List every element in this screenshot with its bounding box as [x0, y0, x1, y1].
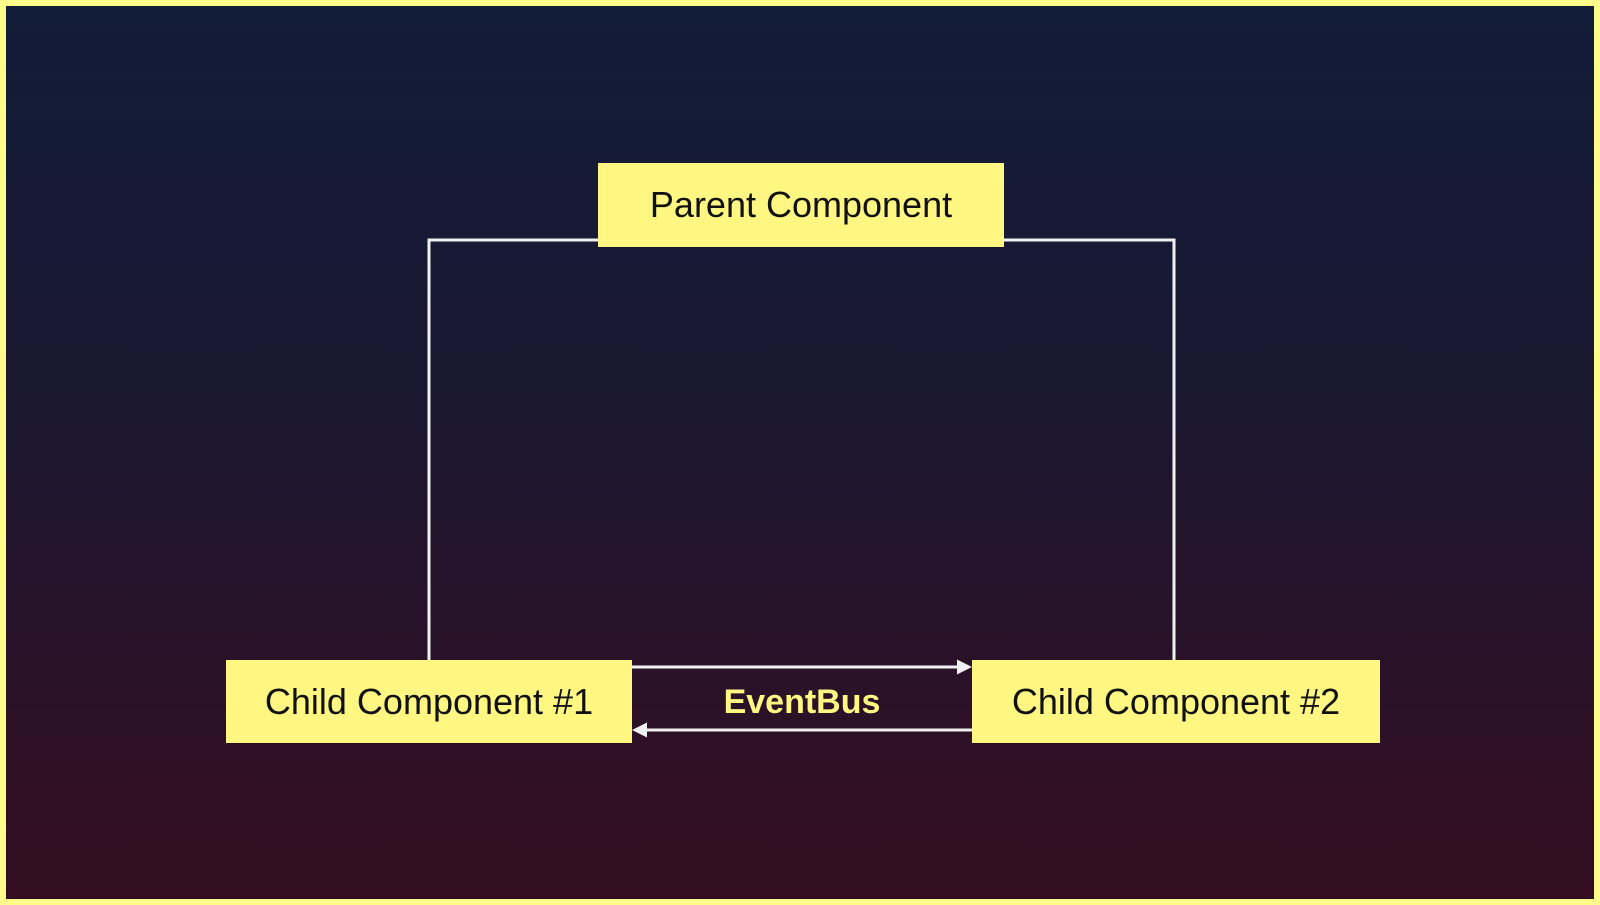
child-component-2-label: Child Component #2 [1011, 680, 1341, 722]
parent-to-child2-line [1002, 238, 1176, 662]
parent-component-label: Parent Component [649, 184, 953, 225]
parent-component-box: Parent Component [598, 163, 1004, 247]
connector-lines [427, 238, 1176, 738]
parent-to-child1-line [427, 238, 600, 662]
child-component-1-box: Child Component #1 [226, 660, 632, 743]
diagram-canvas: Parent Component Child Component #1 Chil… [6, 6, 1594, 899]
child-component-2-box: Child Component #2 [972, 660, 1380, 743]
eventbus-label: EventBus [723, 682, 881, 721]
child-component-1-label: Child Component #1 [264, 680, 594, 722]
